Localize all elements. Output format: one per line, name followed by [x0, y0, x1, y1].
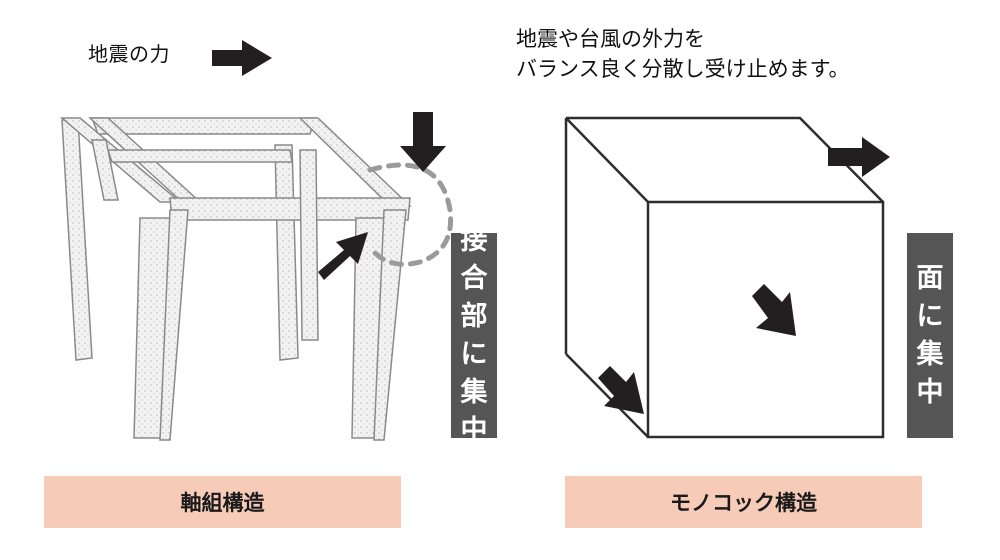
surface-concentration-label: 面 に 集 中	[907, 233, 953, 438]
vertical-char: 集	[460, 376, 488, 408]
monocoque-structure-caption: モノコック構造	[565, 476, 922, 528]
cube-top-edge	[566, 116, 884, 203]
diagonal-arrow-icon	[752, 284, 796, 336]
frame-beam-middle	[106, 149, 293, 163]
joint-concentration-label: 接 合 部 に 集 中	[451, 225, 497, 446]
frame-post-front-right-b	[373, 209, 407, 441]
vertical-char: 合	[460, 262, 488, 294]
frame-post-front-left-b	[159, 209, 189, 441]
frame-structure-caption: 軸組構造	[44, 476, 401, 528]
frame-beam-front	[169, 197, 411, 221]
description-line: 地震や台風の外力を	[516, 27, 705, 51]
vertical-char: 中	[460, 414, 488, 446]
vertical-char: に	[460, 338, 488, 370]
down-arrow-icon	[400, 112, 446, 172]
cube-bottom-left-edge	[565, 353, 649, 438]
right-arrow-icon	[828, 137, 890, 177]
diagonal-arrow-icon	[318, 232, 368, 280]
frame-post-back-left	[61, 119, 93, 361]
frame-post-mid-right	[299, 149, 319, 341]
earthquake-force-label: 地震の力	[88, 42, 170, 66]
description-line: バランス良く分散し受け止めます。	[516, 57, 850, 81]
monocoque-description: 地震や台風の外力を バランス良く分散し受け止めます。	[516, 24, 849, 84]
frame-structure	[59, 117, 412, 441]
vertical-char: 接	[460, 224, 488, 256]
frame-post-back-right	[274, 144, 299, 361]
vertical-char: 集	[916, 338, 944, 370]
right-arrow-icon	[212, 40, 272, 76]
diagonal-arrow-icon	[598, 366, 644, 414]
vertical-char: 中	[916, 376, 944, 408]
cube-front-face	[646, 200, 885, 439]
frame-beam-top-back	[90, 117, 318, 135]
cube-top-left-edge	[565, 117, 649, 203]
vertical-char: 部	[460, 300, 488, 332]
vertical-char: 面	[916, 262, 944, 294]
monocoque-cube	[564, 116, 885, 439]
frame-post-mid-left	[91, 139, 119, 201]
joint-highlight-dashes	[367, 162, 454, 267]
vertical-char: に	[916, 300, 944, 332]
